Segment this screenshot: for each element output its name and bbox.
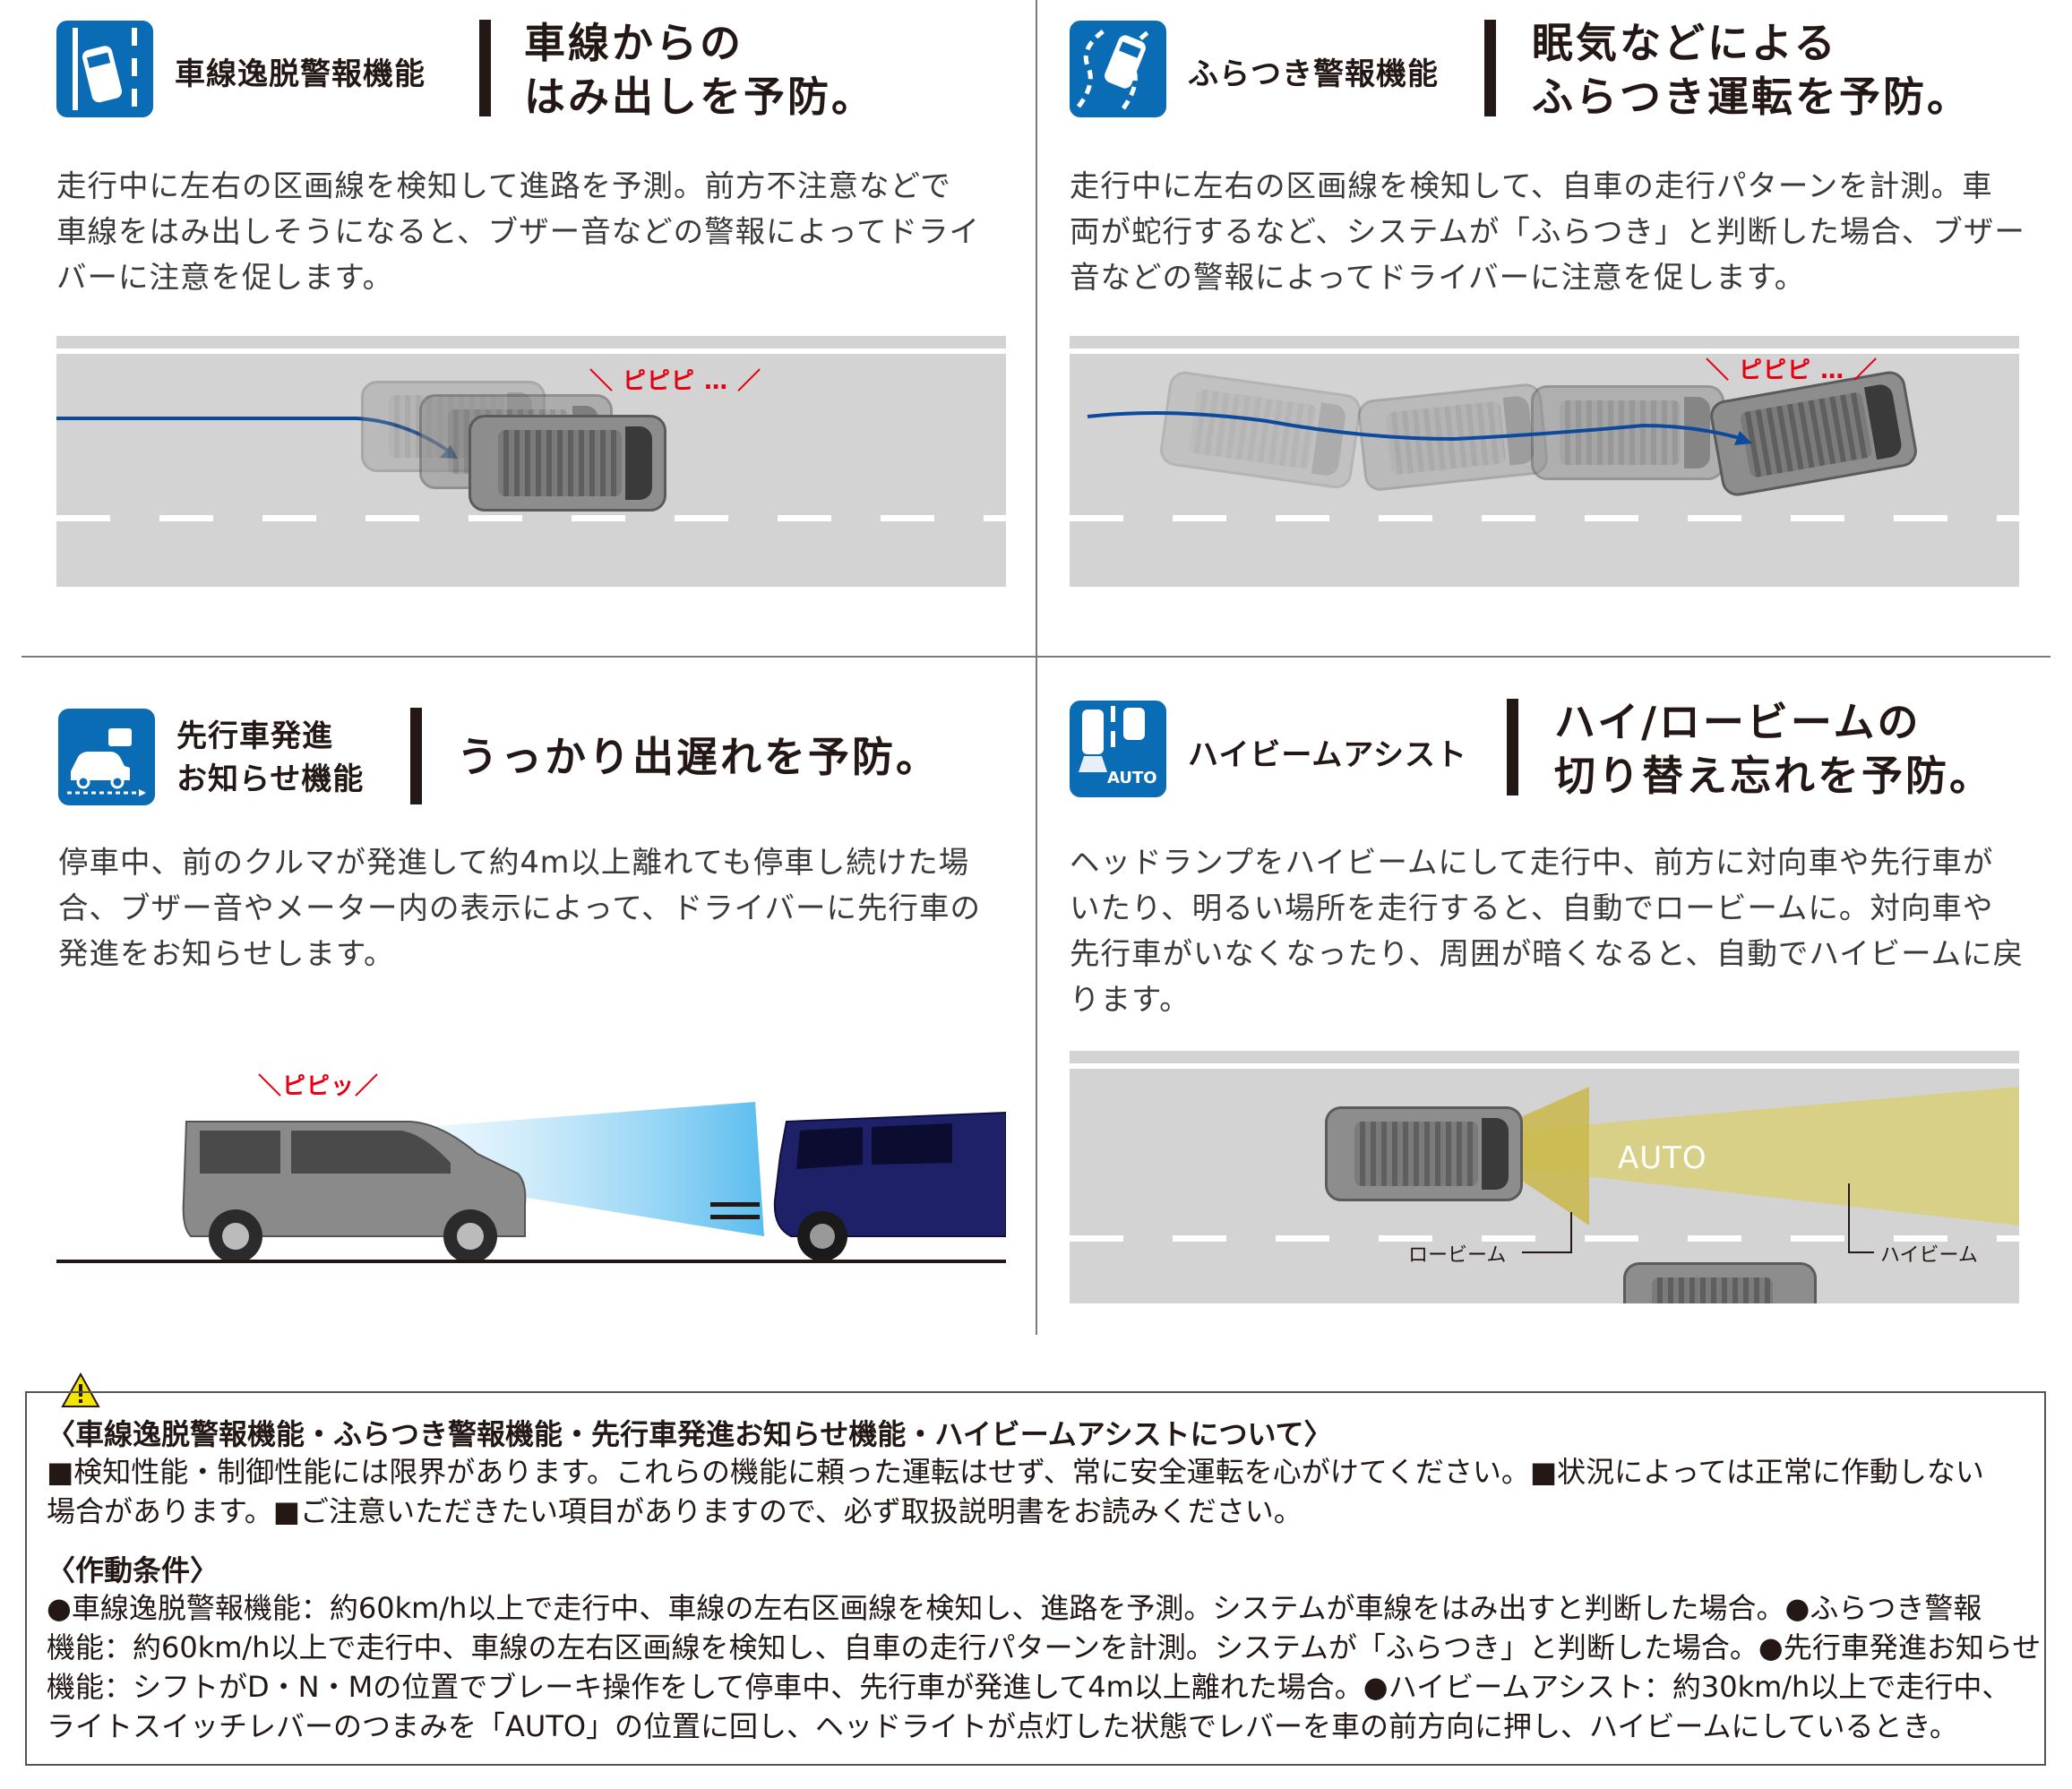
warning-triangle-icon <box>61 1372 100 1412</box>
oncoming-car <box>1623 1262 1817 1303</box>
beam-auto-label: AUTO <box>1618 1140 1707 1176</box>
alert-sound-label: ＼ピピッ／ <box>258 1073 380 1100</box>
car-ghost <box>1531 385 1724 480</box>
title-divider <box>479 20 491 116</box>
feature-headline: ハイ/ロービームの 切り替え忘れを予防。 <box>1554 698 1993 800</box>
alert-sound-label: ＼ ピピピ … ／ <box>1706 357 1879 384</box>
conditions-title: 〈作動条件〉 <box>47 1553 219 1587</box>
cars-side-view <box>56 1102 1007 1263</box>
road-illustration: ＼ ピピピ … ／ <box>56 336 1006 587</box>
sensor-beam <box>424 1102 764 1236</box>
feature-name: 先行車発進 お知らせ機能 <box>176 718 365 797</box>
low-beam-label: ロービーム <box>1408 1244 1507 1267</box>
feature-name: 車線逸脱警報機能 <box>175 56 426 92</box>
high-beam-assist-icon: AUTO <box>1070 701 1166 797</box>
icon-auto-label: AUTO <box>1107 769 1157 787</box>
headlight-beams <box>1509 1087 2019 1253</box>
feature-headline: 眠気などによる ふらつき運転を予防。 <box>1532 19 1971 121</box>
vertical-divider <box>1036 0 1037 1335</box>
car-top-view <box>469 415 666 512</box>
lead-vehicle-start-icon <box>58 709 155 805</box>
side-view-illustration: ＼ピピッ／ <box>56 1048 1007 1281</box>
feature-headline: 車線からの はみ出しを予防。 <box>524 19 875 121</box>
feature-name: ふらつき警報機能 <box>1188 56 1439 92</box>
notice-box: 〈車線逸脱警報機能・ふらつき警報機能・先行車発進お知らせ機能・ハイビームアシスト… <box>25 1391 2046 1766</box>
sway-warning-icon <box>1070 21 1166 117</box>
notice-body: ■検知性能・制御性能には限界があります。これらの機能に頼った運転はせず、常に安全… <box>47 1455 1984 1528</box>
alert-sound-label: ＼ ピピピ … ／ <box>589 368 762 395</box>
title-divider <box>410 708 422 804</box>
road-illustration: ＼ ピピピ … ／ <box>1070 336 2019 587</box>
feature-description: ヘッドランプをハイビームにして走行中、前方に対向車や先行車が いたり、明るい場所… <box>1070 845 2025 1017</box>
title-divider <box>1507 699 1518 796</box>
notice-title: 〈車線逸脱警報機能・ふらつき警報機能・先行車発進お知らせ機能・ハイビームアシスト… <box>47 1417 1333 1451</box>
feature-headline: うっかり出遅れを予防。 <box>457 733 940 781</box>
car-top-view <box>1325 1106 1523 1201</box>
horizontal-divider <box>21 656 2051 658</box>
feature-description: 走行中に左右の区画線を検知して、自車の走行パターンを計測。車 両が蛇行するなど、… <box>1070 168 2025 295</box>
title-divider <box>1484 20 1496 116</box>
feature-description: 停車中、前のクルマが発進して約4m以上離れても停車し続けた場 合、ブザー音やメー… <box>58 845 981 971</box>
conditions-body: ●車線逸脱警報機能：約60km/h以上で走行中、車線の左右区画線を検知し、進路を… <box>47 1591 2042 1743</box>
high-beam-label: ハイビーム <box>1880 1244 1978 1267</box>
lane-departure-icon <box>56 21 153 117</box>
vehicle-path-arrow <box>1087 411 1752 445</box>
road-illustration: AUTO ロービーム ハイビーム <box>1070 1051 2019 1303</box>
feature-description: 走行中に左右の区画線を検知して進路を予測。前方不注意などで 車線をはみ出しそうに… <box>56 168 980 295</box>
feature-name: ハイビームアシスト <box>1188 737 1467 773</box>
